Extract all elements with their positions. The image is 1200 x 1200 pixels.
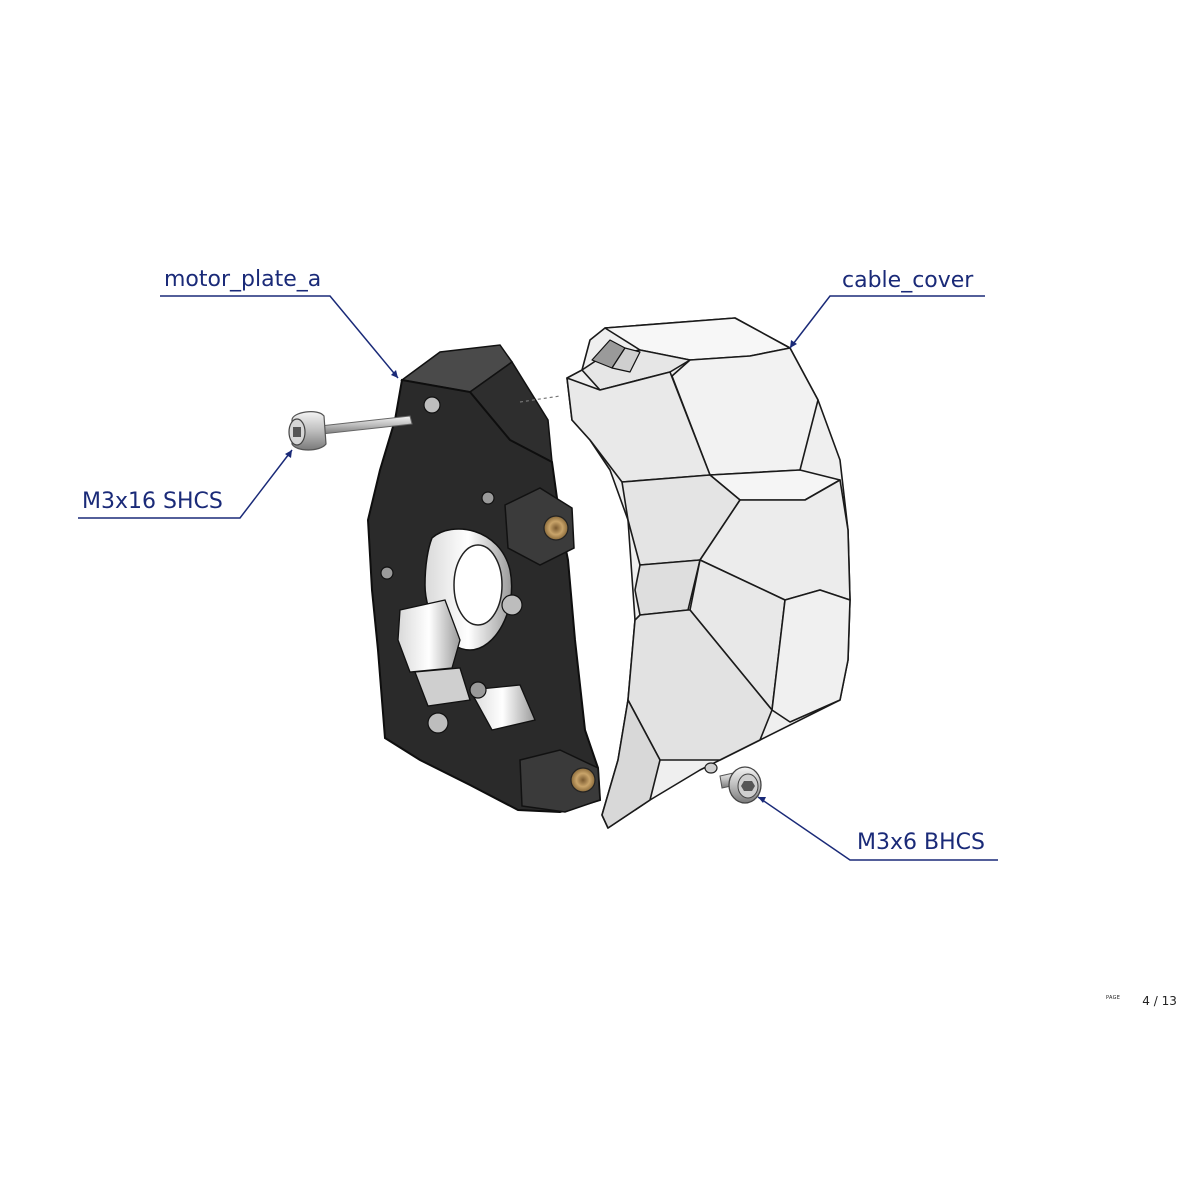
leader-shcs-arrow <box>285 450 292 458</box>
plate-hole <box>501 594 523 616</box>
plate-lower-opening-2 <box>414 667 471 707</box>
leader-lines <box>78 295 998 861</box>
callout-cable-cover: cable_cover <box>842 268 974 293</box>
plate-right-boss <box>504 487 575 566</box>
bhcs-screw <box>719 766 762 804</box>
leader-cable-cover-arrow <box>790 340 797 348</box>
page-indicator: PAGE 4 / 13 <box>1106 990 1177 1009</box>
leader-bhcs <box>757 796 998 861</box>
leader-bhcs-arrow <box>758 797 766 803</box>
page-label: PAGE <box>1106 995 1121 1001</box>
leader-motor-plate-arrow <box>391 370 398 378</box>
cover-facet <box>771 589 851 723</box>
bhcs-hex-socket <box>741 781 755 791</box>
shcs-hex-socket <box>293 427 301 437</box>
cover-facet <box>627 609 773 761</box>
plate-bore-hole <box>453 544 503 626</box>
leader-shcs <box>78 449 293 519</box>
cover-facet <box>601 699 661 829</box>
plate-top-hole <box>423 396 441 414</box>
plate-hole <box>481 491 495 505</box>
plate-hole <box>380 566 394 580</box>
plate-hole <box>427 712 449 734</box>
plate-lower-opening-1 <box>397 599 461 673</box>
leader-motor-plate <box>160 295 399 379</box>
callout-bhcs-screw: M3x6 BHCS <box>857 830 985 855</box>
brass-insert-bottom <box>570 767 596 793</box>
cable-cover-part <box>566 317 851 829</box>
page-number: 4 / 13 <box>1142 994 1177 1008</box>
cover-screw-hole <box>704 762 718 774</box>
callout-motor-plate: motor_plate_a <box>164 267 322 292</box>
plate-hole <box>469 681 487 699</box>
plate-lower-opening-3 <box>468 684 536 731</box>
motor-plate-part <box>366 344 602 814</box>
alignment-line <box>519 395 561 403</box>
callout-shcs-screw: M3x16 SHCS <box>82 489 223 514</box>
cover-top-slot-inner <box>611 347 641 373</box>
shcs-screw <box>288 411 413 451</box>
brass-insert-top <box>543 515 569 541</box>
plate-bottom-foot <box>519 749 601 813</box>
leader-cable-cover <box>789 295 985 349</box>
